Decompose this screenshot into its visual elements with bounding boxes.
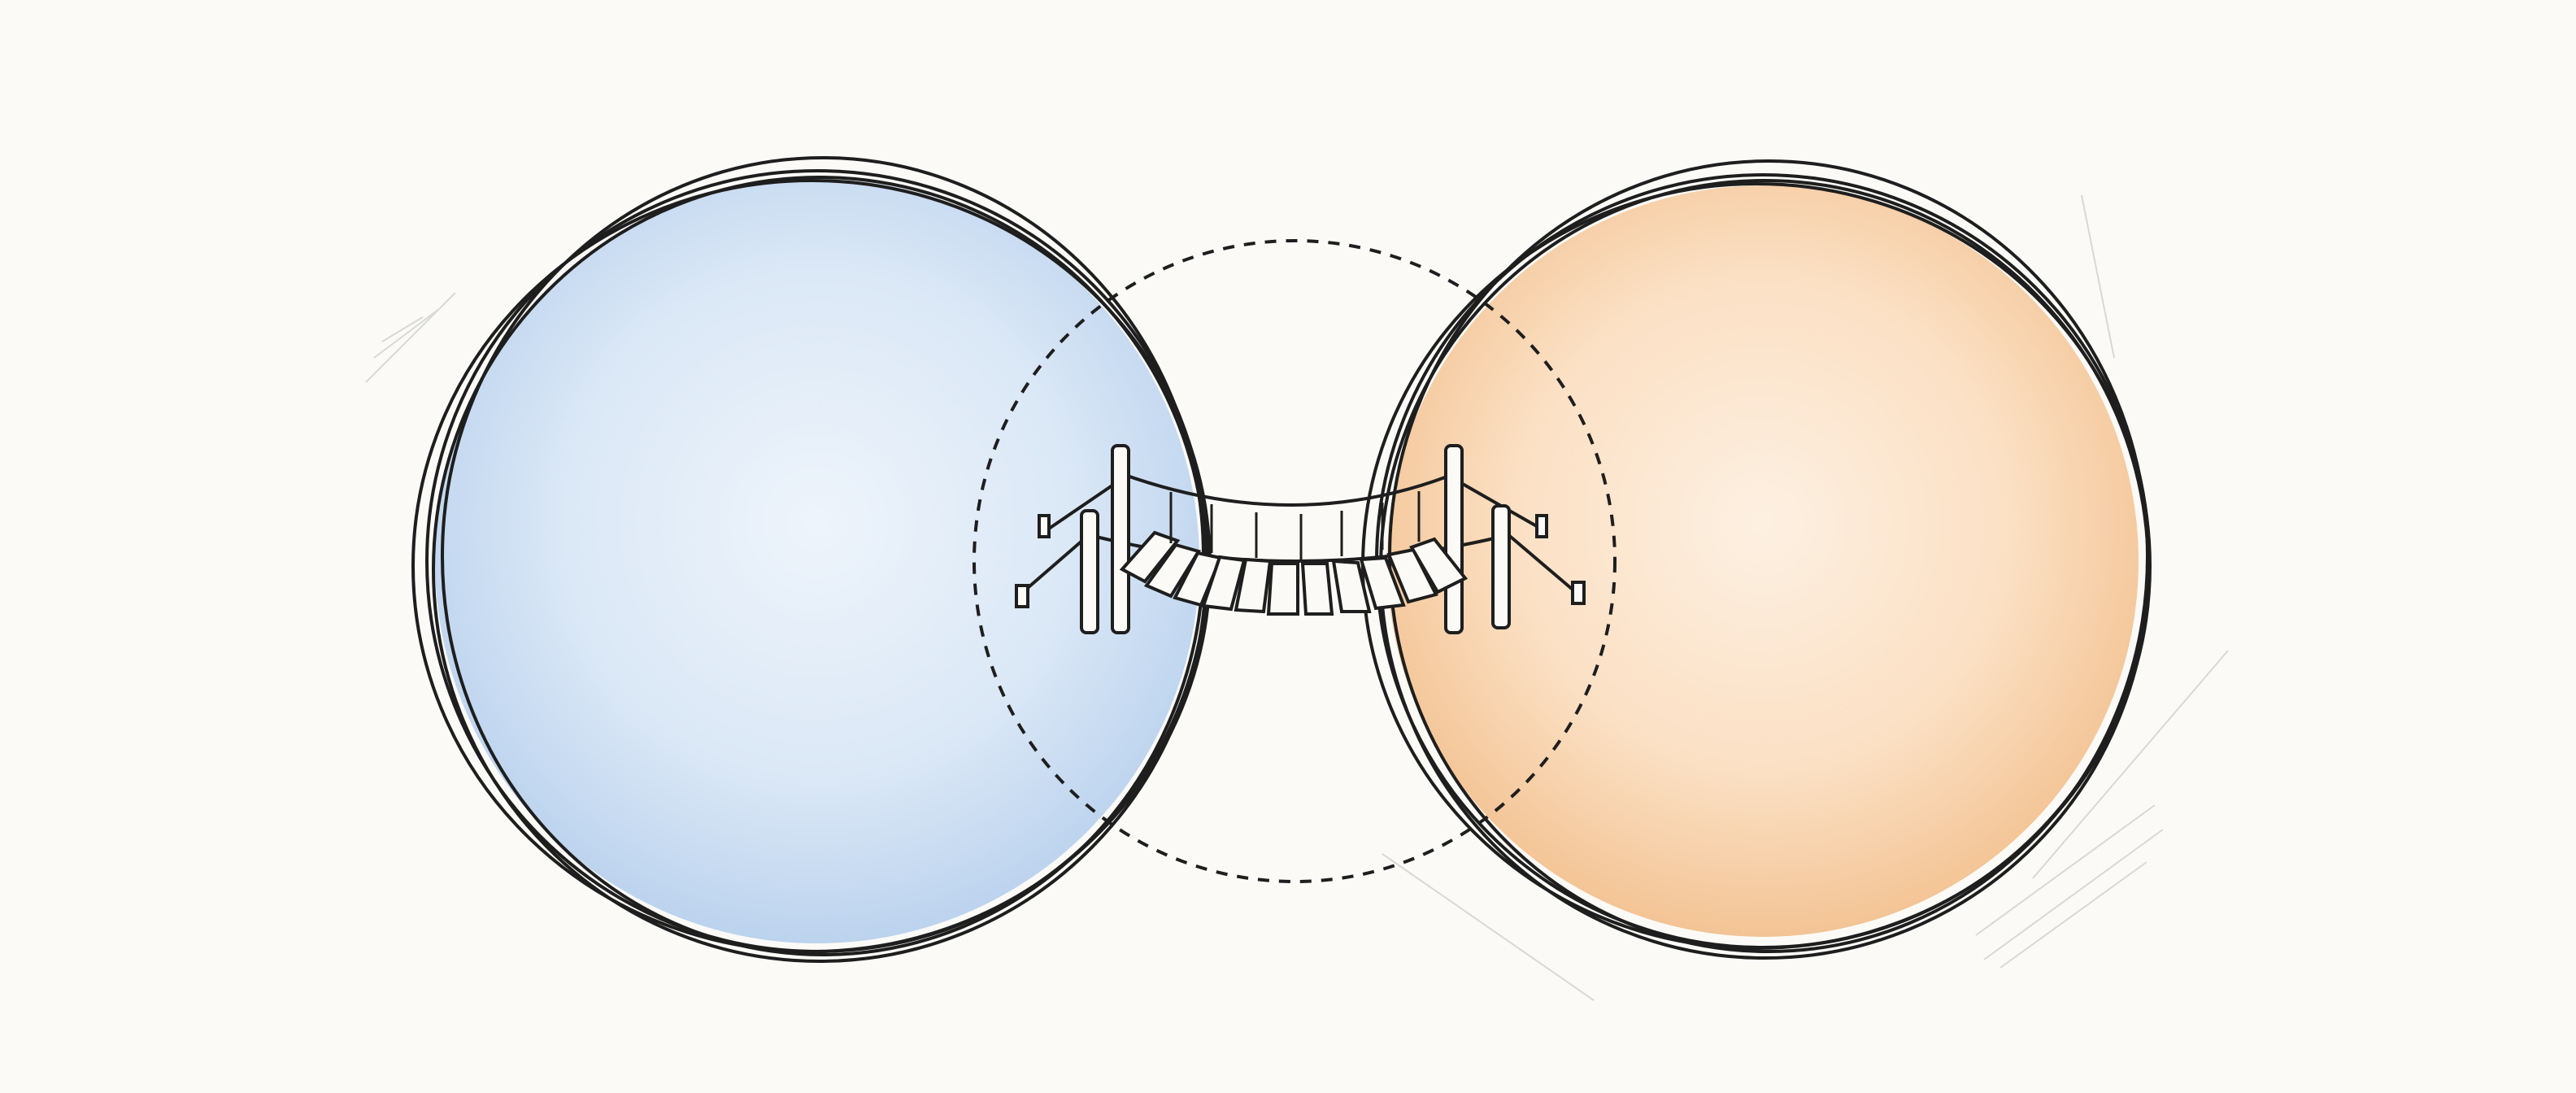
rope-bridge-icon (1015, 444, 1586, 634)
sketch-hatching (365, 194, 2229, 1001)
middle-dashed-circle (973, 239, 1617, 883)
right-circle (1361, 159, 2152, 960)
